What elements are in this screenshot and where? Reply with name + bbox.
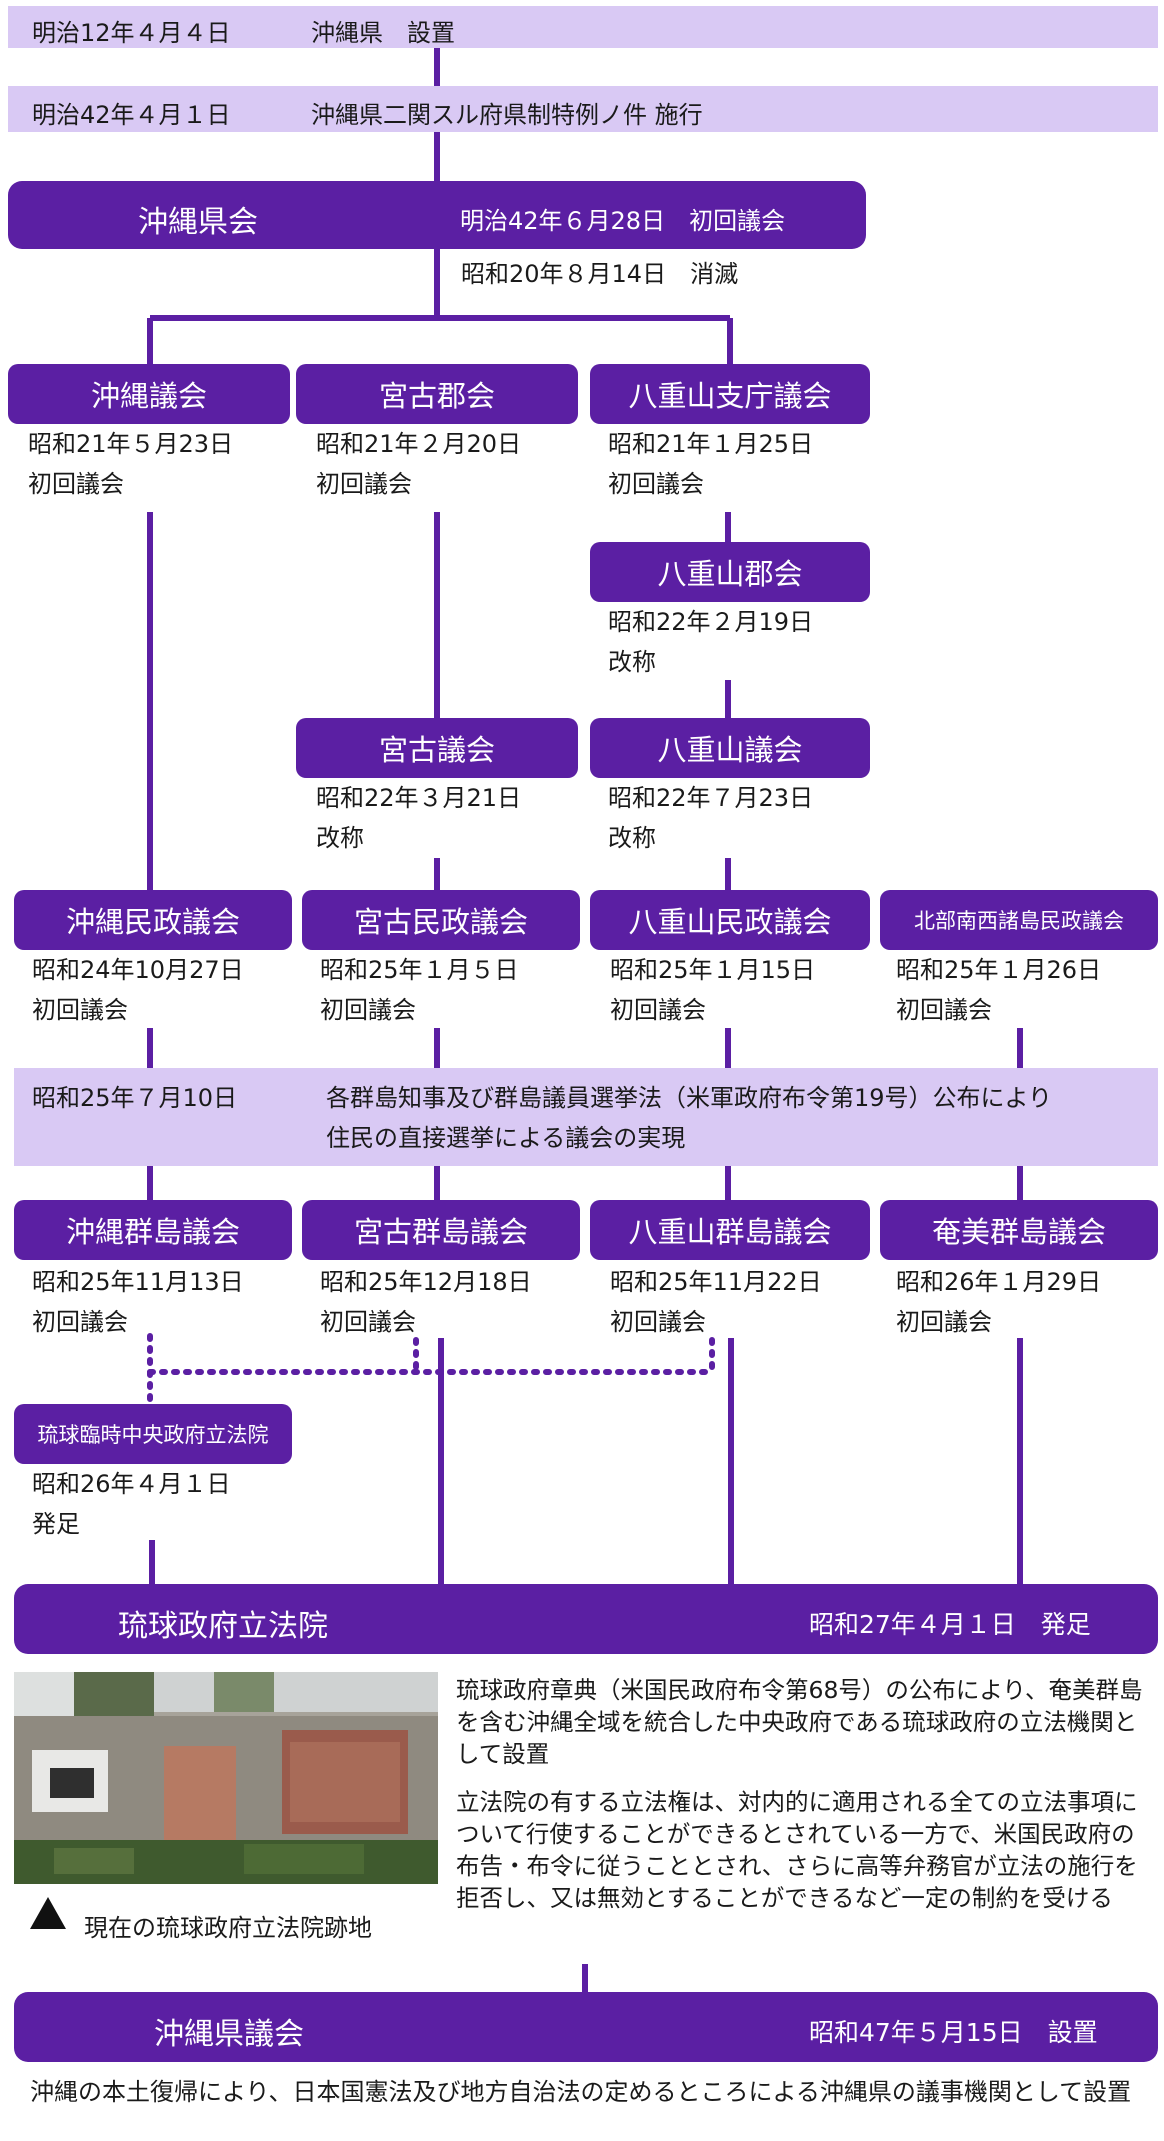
node-provisional-legislature: 琉球臨時中央政府立法院 xyxy=(14,1404,292,1464)
kenkai-abolished: 昭和20年８月14日 消滅 xyxy=(461,260,739,288)
info-hokubu-nansei-minsei-gikai: 昭和25年１月26日 初回議会 xyxy=(896,950,1101,1030)
node-miyako-minsei-gikai: 宮古民政議会 xyxy=(302,890,580,950)
node-hokubu-nansei-minsei-gikai: 北部南西諸島民政議会 xyxy=(880,890,1158,950)
info-amami-gunto-gikai: 昭和26年１月29日 初回議会 xyxy=(896,1262,1101,1342)
node-yaeyama-gunto-gikai: 八重山群島議会 xyxy=(590,1200,870,1260)
note: 初回議会 xyxy=(896,996,992,1024)
info-okinawa-gunto-gikai: 昭和25年11月13日 初回議会 xyxy=(32,1262,244,1342)
node-miyako-gunkai: 宮古郡会 xyxy=(296,364,578,424)
node-name: 沖縄県会 xyxy=(138,205,258,240)
note: 初回議会 xyxy=(32,996,128,1024)
band-date: 明治12年４月４日 xyxy=(32,19,231,47)
date: 昭和25年11月22日 xyxy=(610,1268,822,1296)
info-miyako-minsei-gikai: 昭和25年１月５日 初回議会 xyxy=(320,950,519,1030)
date: 昭和21年２月20日 xyxy=(316,430,522,458)
node-miyako-gunto-gikai: 宮古群島議会 xyxy=(302,1200,580,1260)
node-note: 昭和47年５月15日 設置 xyxy=(809,2018,1098,2047)
note: 初回議会 xyxy=(28,470,124,498)
band-date: 明治42年４月１日 xyxy=(32,101,231,129)
note: 初回議会 xyxy=(320,1308,416,1336)
info-miyako-gunkai: 昭和21年２月20日 初回議会 xyxy=(316,424,521,504)
node-ryukyu-legislature: 琉球政府立法院 昭和27年４月１日 発足 xyxy=(14,1584,1158,1654)
date: 昭和21年１月25日 xyxy=(608,430,814,458)
note: 初回議会 xyxy=(320,996,416,1024)
note: 発足 xyxy=(32,1510,80,1538)
legislature-site-photo xyxy=(14,1672,438,1884)
node-note: 明治42年６月28日 初回議会 xyxy=(460,207,786,235)
band-line1: 各群島知事及び群島議員選挙法（米軍政府布令第19号）公布により xyxy=(326,1084,1053,1112)
node-okinawa-kenkai: 沖縄県会 明治42年６月28日 初回議会 xyxy=(8,181,866,249)
legislature-desc-2: 立法院の有する立法権は、対内的に適用される全ての立法事項について行使することがで… xyxy=(456,1788,1138,1912)
note: 改称 xyxy=(316,824,364,852)
date: 昭和22年２月19日 xyxy=(608,608,814,636)
info-yaeyama-gunto-gikai: 昭和25年11月22日 初回議会 xyxy=(610,1262,822,1342)
photo-caption: 現在の琉球政府立法院跡地 xyxy=(84,1914,372,1942)
legislature-desc-1: 琉球政府章典（米国民政府布令第68号）の公布により、奄美群島を含む沖縄全域を統合… xyxy=(456,1676,1143,1768)
node-yaeyama-shicho-gikai: 八重山支庁議会 xyxy=(590,364,870,424)
kengikai-desc: 沖縄の本土復帰により、日本国憲法及び地方自治法の定めるところによる沖縄県の議事機… xyxy=(30,2078,1132,2106)
date: 昭和25年１月15日 xyxy=(610,956,816,984)
info-yaeyama-gikai: 昭和22年７月23日 改称 xyxy=(608,778,813,858)
note: 初回議会 xyxy=(896,1308,992,1336)
note: 初回議会 xyxy=(610,996,706,1024)
note: 初回議会 xyxy=(32,1308,128,1336)
node-name: 沖縄県議会 xyxy=(154,2017,304,2052)
date: 昭和21年５月23日 xyxy=(28,430,234,458)
date: 昭和26年１月29日 xyxy=(896,1268,1102,1296)
band-election-law: 昭和25年７月10日 各群島知事及び群島議員選挙法（米軍政府布令第19号）公布に… xyxy=(14,1068,1158,1166)
date: 昭和22年３月21日 xyxy=(316,784,522,812)
node-okinawa-kengikai: 沖縄県議会 昭和47年５月15日 設置 xyxy=(14,1992,1158,2062)
info-okinawa-minsei-gikai: 昭和24年10月27日 初回議会 xyxy=(32,950,244,1030)
info-yaeyama-gunkai: 昭和22年２月19日 改称 xyxy=(608,602,813,682)
node-name: 琉球政府立法院 xyxy=(118,1609,328,1644)
band-meiji42: 明治42年４月１日 沖縄県二関スル府県制特例ノ件 施行 xyxy=(8,86,1158,132)
info-provisional-legislature: 昭和26年４月１日 発足 xyxy=(32,1464,231,1544)
node-amami-gunto-gikai: 奄美群島議会 xyxy=(880,1200,1158,1260)
band-date: 昭和25年７月10日 xyxy=(32,1084,238,1112)
triangle-marker-icon xyxy=(30,1897,66,1929)
node-okinawa-minsei-gikai: 沖縄民政議会 xyxy=(14,890,292,950)
note: 初回議会 xyxy=(316,470,412,498)
info-miyako-gikai: 昭和22年３月21日 改称 xyxy=(316,778,521,858)
date: 昭和25年１月５日 xyxy=(320,956,519,984)
note: 初回議会 xyxy=(608,470,704,498)
node-miyako-gikai: 宮古議会 xyxy=(296,718,578,778)
band-meiji12: 明治12年４月４日 沖縄県 設置 xyxy=(8,6,1158,48)
band-line2: 住民の直接選挙による議会の実現 xyxy=(326,1124,686,1152)
info-yaeyama-shicho-gikai: 昭和21年１月25日 初回議会 xyxy=(608,424,813,504)
band-event: 沖縄県二関スル府県制特例ノ件 施行 xyxy=(311,101,703,129)
date: 昭和24年10月27日 xyxy=(32,956,244,984)
node-okinawa-gikai: 沖縄議会 xyxy=(8,364,290,424)
info-okinawa-gikai: 昭和21年５月23日 初回議会 xyxy=(28,424,233,504)
node-yaeyama-gikai: 八重山議会 xyxy=(590,718,870,778)
node-note: 昭和27年４月１日 発足 xyxy=(809,1610,1091,1639)
date: 昭和25年12月18日 xyxy=(320,1268,532,1296)
date: 昭和25年１月26日 xyxy=(896,956,1102,984)
date: 昭和22年７月23日 xyxy=(608,784,814,812)
info-yaeyama-minsei-gikai: 昭和25年１月15日 初回議会 xyxy=(610,950,815,1030)
band-event: 沖縄県 設置 xyxy=(311,19,455,47)
node-yaeyama-minsei-gikai: 八重山民政議会 xyxy=(590,890,870,950)
node-yaeyama-gunkai: 八重山郡会 xyxy=(590,542,870,602)
date: 昭和26年４月１日 xyxy=(32,1470,231,1498)
info-miyako-gunto-gikai: 昭和25年12月18日 初回議会 xyxy=(320,1262,532,1342)
note: 改称 xyxy=(608,648,656,676)
note: 初回議会 xyxy=(610,1308,706,1336)
note: 改称 xyxy=(608,824,656,852)
date: 昭和25年11月13日 xyxy=(32,1268,244,1296)
node-okinawa-gunto-gikai: 沖縄群島議会 xyxy=(14,1200,292,1260)
